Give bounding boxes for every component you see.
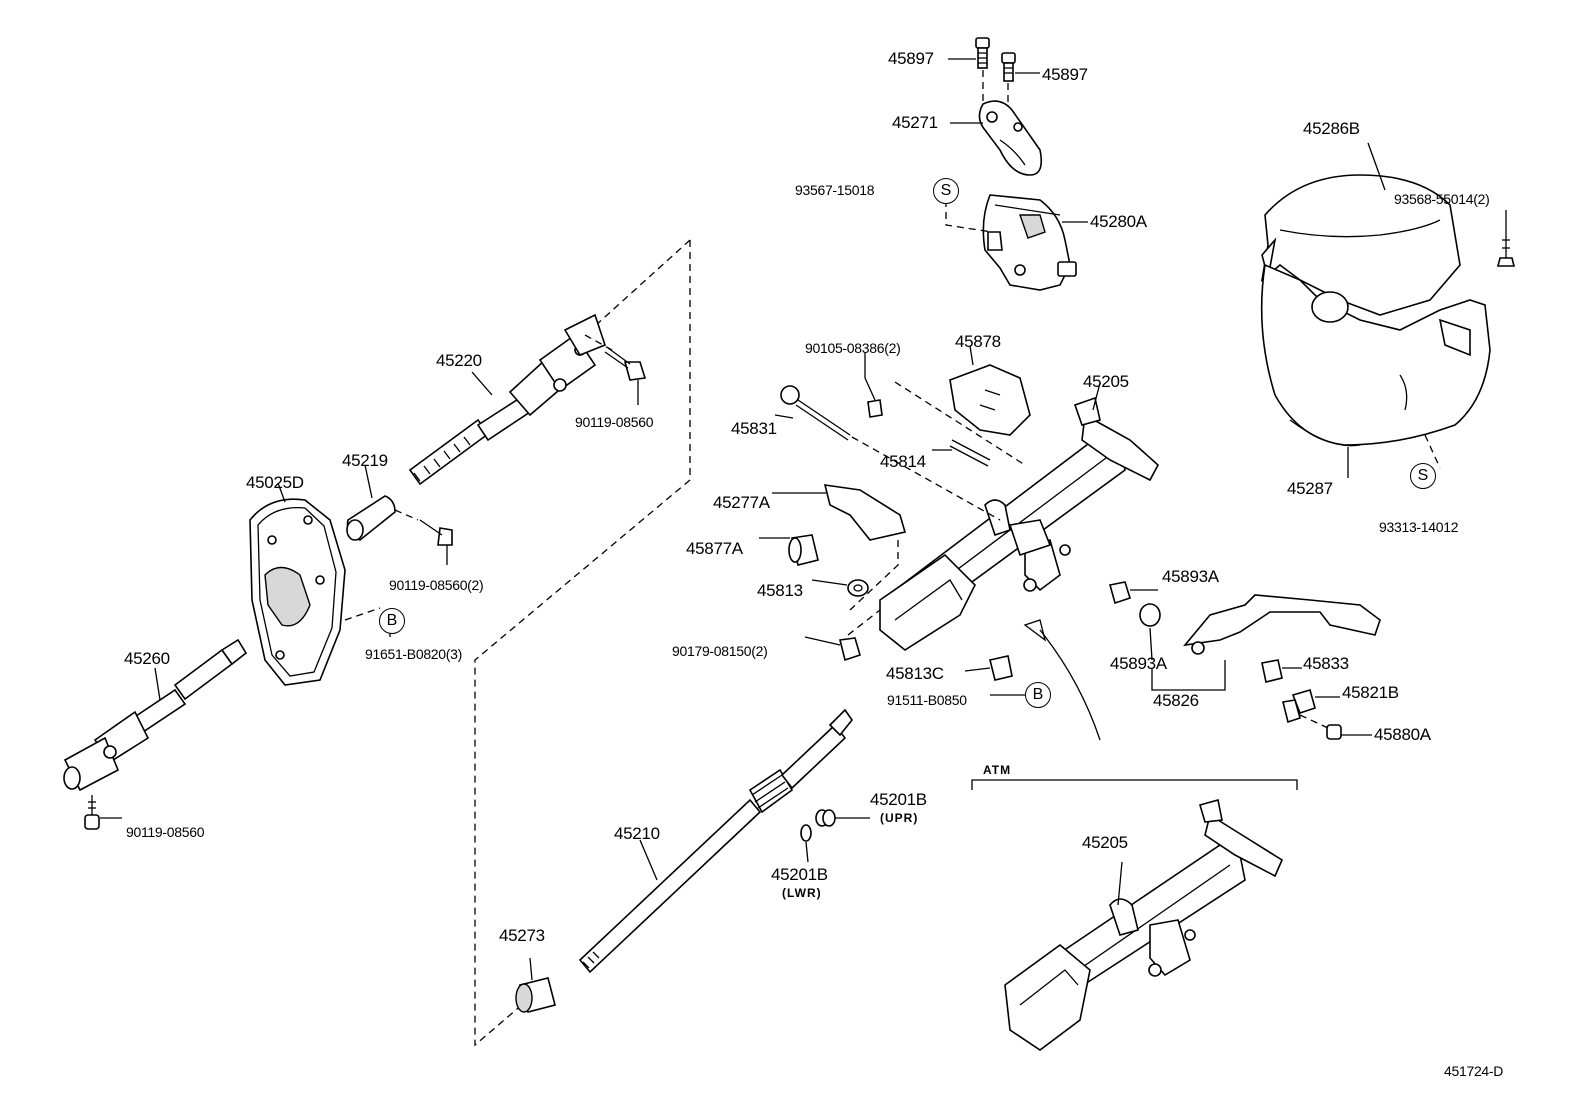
upper-column-cover-45286B — [1260, 174, 1461, 316]
marker-s-top: S — [933, 178, 959, 204]
steering-column-45205-atm — [1004, 798, 1284, 1051]
bolt-90119-bottom — [84, 795, 100, 830]
label-45826: 45826 — [1153, 691, 1199, 710]
atm-bracket — [971, 779, 1298, 790]
label-91651-B0820-3: 91651-B0820(3) — [365, 646, 462, 662]
label-93567-15018: 93567-15018 — [795, 182, 875, 198]
bracket-45878 — [949, 364, 1031, 436]
label-45833: 45833 — [1303, 654, 1349, 673]
label-upr: (UPR) — [880, 811, 919, 825]
label-atm: ATM — [983, 763, 1012, 777]
label-45878: 45878 — [955, 332, 1001, 351]
label-45273: 45273 — [499, 926, 545, 945]
bracket-45277A — [823, 484, 907, 541]
label-91511-B0850: 91511-B0850 — [887, 692, 967, 708]
label-45277A: 45277A — [713, 493, 770, 512]
bolt-45880A — [1299, 714, 1342, 740]
snap-ring-45201B-upper — [815, 809, 836, 827]
label-45205-atm: 45205 — [1082, 833, 1128, 852]
diagram-code: 451724-D — [1444, 1063, 1504, 1079]
lower-column-cover-45287 — [1260, 263, 1491, 447]
label-45219: 45219 — [342, 451, 388, 470]
label-90179-08150-2: 90179-08150(2) — [672, 643, 768, 659]
label-45814: 45814 — [880, 452, 926, 471]
label-45201B-upr: 45201B — [870, 790, 927, 809]
label-93313-14012: 93313-14012 — [1379, 519, 1459, 535]
clip-45821B — [1282, 689, 1316, 724]
label-lwr: (LWR) — [782, 886, 822, 900]
dust-boot-45025D — [249, 498, 346, 686]
bracket-45826-lead — [1151, 660, 1226, 691]
lever-45826 — [1183, 594, 1381, 655]
pin-45814 — [949, 439, 991, 467]
nut-45813 — [847, 579, 869, 597]
label-45813C: 45813C — [886, 664, 944, 683]
nut-45833 — [1261, 659, 1283, 683]
bolt-90105 — [864, 377, 883, 418]
bolt-45897-left — [975, 37, 990, 69]
marker-s-right: S — [1410, 463, 1436, 489]
bushing-45877A — [788, 534, 819, 566]
label-45260: 45260 — [124, 649, 170, 668]
marker-b-right: B — [1025, 682, 1051, 708]
label-45893A-a: 45893A — [1162, 567, 1219, 586]
screw-93568 — [1496, 232, 1516, 267]
long-bolt-45831 — [780, 385, 851, 441]
intermediate-shaft-45220 — [408, 313, 606, 486]
label-45220: 45220 — [436, 351, 482, 370]
label-45893A-b: 45893A — [1110, 654, 1167, 673]
bushing-45273 — [515, 977, 556, 1013]
label-45880A: 45880A — [1374, 725, 1431, 744]
label-45821B: 45821B — [1342, 683, 1399, 702]
label-45877A: 45877A — [686, 539, 743, 558]
label-90119-08560-bottom: 90119-08560 — [126, 824, 205, 840]
lower-shaft-45260 — [63, 638, 248, 792]
label-45201B-lwr: 45201B — [771, 865, 828, 884]
label-45210: 45210 — [614, 824, 660, 843]
label-45287: 45287 — [1287, 479, 1333, 498]
label-90119-08560-top: 90119-08560 — [575, 414, 654, 430]
clamp-45271 — [978, 100, 1043, 176]
assembly-direction-arrow — [1039, 629, 1101, 741]
nut-45813C — [989, 655, 1013, 681]
label-45897-left: 45897 — [888, 49, 934, 68]
marker-b-left: B — [379, 608, 405, 634]
group-boundary-dashed — [474, 240, 691, 1047]
label-45205-top: 45205 — [1083, 372, 1129, 391]
bolt-45897-right — [1001, 52, 1016, 82]
label-45813: 45813 — [757, 581, 803, 600]
label-45831: 45831 — [731, 419, 777, 438]
nut-90179 — [839, 637, 861, 662]
bolt-90119-pair — [419, 519, 453, 546]
label-45271: 45271 — [892, 113, 938, 132]
label-90119-08560-2: 90119-08560(2) — [389, 577, 484, 593]
lock-housing-45280A — [982, 194, 1077, 291]
main-shaft-45210 — [578, 708, 853, 974]
bolt-90119-top — [604, 347, 647, 381]
label-45025D: 45025D — [246, 473, 304, 492]
label-45897-right: 45897 — [1042, 65, 1088, 84]
label-93568-55014-2: 93568-55014(2) — [1394, 191, 1490, 207]
label-45286B: 45286B — [1303, 119, 1360, 138]
nut-45893A-a — [1108, 581, 1131, 605]
snap-ring-45201B-lower — [800, 824, 812, 842]
label-45280A: 45280A — [1090, 212, 1147, 231]
sleeve-45219 — [346, 495, 396, 541]
steering-column-45205 — [879, 396, 1160, 651]
nut-45893A-b — [1139, 603, 1161, 627]
label-90105-08386-2: 90105-08386(2) — [805, 340, 901, 356]
